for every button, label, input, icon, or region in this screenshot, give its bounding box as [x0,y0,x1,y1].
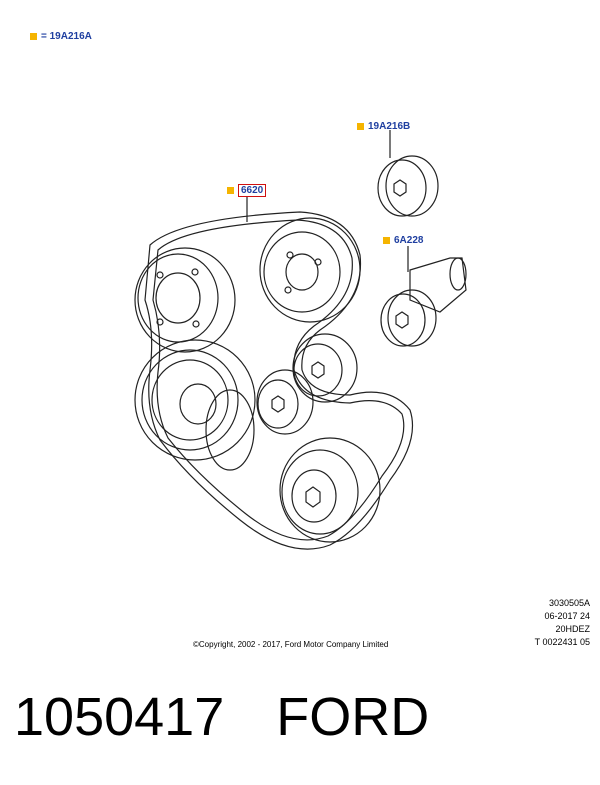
water-pump-pulley [134,247,236,353]
alternator-pulley [259,217,361,323]
marker-icon [383,237,390,244]
callout-6620-label: 6620 [238,184,267,197]
callout-6a228-label: 6A228 [394,235,424,246]
callout-19a216b-label: 19A216B [368,121,411,132]
marker-icon [227,187,234,194]
callout-19a216b: 19A216B [357,121,410,132]
legend: = 19A216A [30,31,92,42]
callout-6a228: 6A228 [383,235,423,246]
brand: FORD [276,687,430,747]
power-steering-pulley [279,437,381,543]
idler-pulley-19a216b [377,130,439,217]
caption: 1050417 FORD [14,686,429,748]
legend-text: = 19A216A [41,31,92,42]
small-idler-pulley [256,369,314,435]
callout-6620: 6620 [227,184,267,197]
marker-icon [357,123,364,130]
reference-line: T 0022431 05 [534,637,590,647]
copyright: ©Copyright, 2002 - 2017, Ford Motor Comp… [193,640,389,649]
reference-line: 06-2017 24 [544,611,590,621]
crankshaft-damper [134,339,256,471]
part-number: 1050417 [14,687,225,747]
legend-marker-icon [30,33,37,40]
reference-codes: 3030505A 06-2017 24 20HDEZ T 0022431 05 [535,597,590,649]
drive-belt [144,211,414,550]
reference-line: 3030505A [548,598,590,608]
belt-drive-diagram [134,130,467,550]
reference-line: 20HDEZ [555,624,590,634]
belt-tensioner-6a228 [380,246,467,347]
idler-pulley [292,333,358,403]
